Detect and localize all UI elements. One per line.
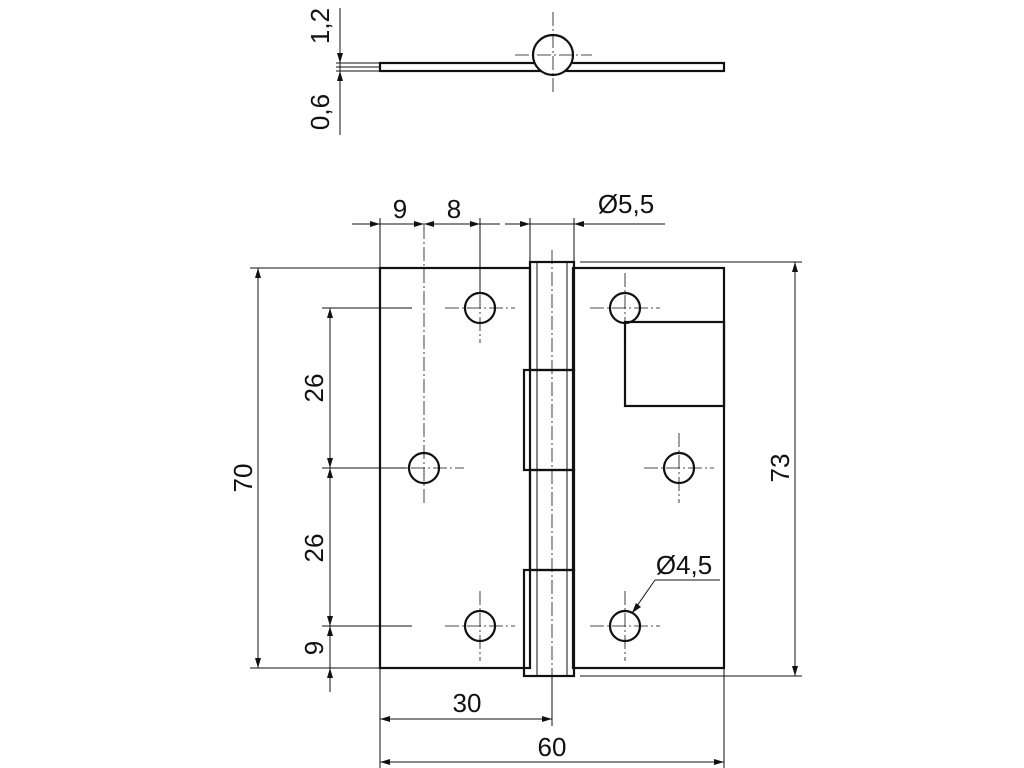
dim-pin-diameter: Ø5,5 (598, 189, 654, 219)
arrow (327, 468, 333, 478)
arrow (520, 221, 530, 227)
dim-leaf-width: 30 (453, 688, 482, 718)
side-view: 1,2 0,6 (305, 8, 726, 135)
arrow (327, 308, 333, 318)
dim-knuckle-height: 1,2 (305, 8, 335, 44)
right-dimensions: 73 Ø4,5 (580, 261, 802, 677)
top-dimensions: 9 8 Ø5,5 (352, 189, 665, 293)
arrow (255, 268, 261, 278)
arrow (327, 616, 333, 626)
arrow (470, 221, 480, 227)
side-dim-arrow-bot (337, 71, 343, 81)
side-dim-arrow-top (337, 53, 343, 63)
hole-right-mid (644, 433, 714, 503)
arrow (327, 626, 333, 636)
hole-right-top (590, 273, 660, 343)
dim-leaf-thickness: 0,6 (305, 94, 335, 130)
arrow (714, 759, 724, 765)
dim-edge-to-hole-y: 9 (299, 641, 329, 655)
dim-hole-diameter: Ø4,5 (656, 550, 712, 580)
arrow (255, 658, 261, 668)
hole-left-bottom (445, 591, 515, 661)
arrow (380, 716, 390, 722)
stopper-tab (623, 320, 726, 408)
arrow (327, 668, 333, 678)
dim-overall-width: 60 (538, 732, 567, 762)
arrow (632, 603, 641, 613)
arrow (327, 458, 333, 468)
hole-left-mid (389, 225, 464, 503)
knuckle-4 (522, 568, 576, 678)
dim-edge-to-hole-x: 9 (393, 194, 407, 224)
dim-overall-height: 73 (765, 454, 795, 483)
arrow (380, 759, 390, 765)
hole-right-bottom (590, 591, 660, 661)
arrow (424, 221, 434, 227)
dim-leaf-height: 70 (228, 464, 258, 493)
front-view (378, 225, 726, 700)
bottom-dimensions: 30 60 (379, 668, 725, 768)
dim-hole-spacing-top: 26 (299, 374, 329, 403)
dim-hole-spacing-bottom: 26 (299, 534, 329, 563)
left-dimensions: 70 26 26 9 (228, 267, 412, 692)
dim-hole-to-knuckle-x: 8 (447, 194, 461, 224)
arrow (574, 221, 584, 227)
arrow (792, 262, 798, 272)
arrow (542, 716, 552, 722)
arrow (414, 221, 424, 227)
arrow (792, 666, 798, 676)
arrow (370, 221, 380, 227)
